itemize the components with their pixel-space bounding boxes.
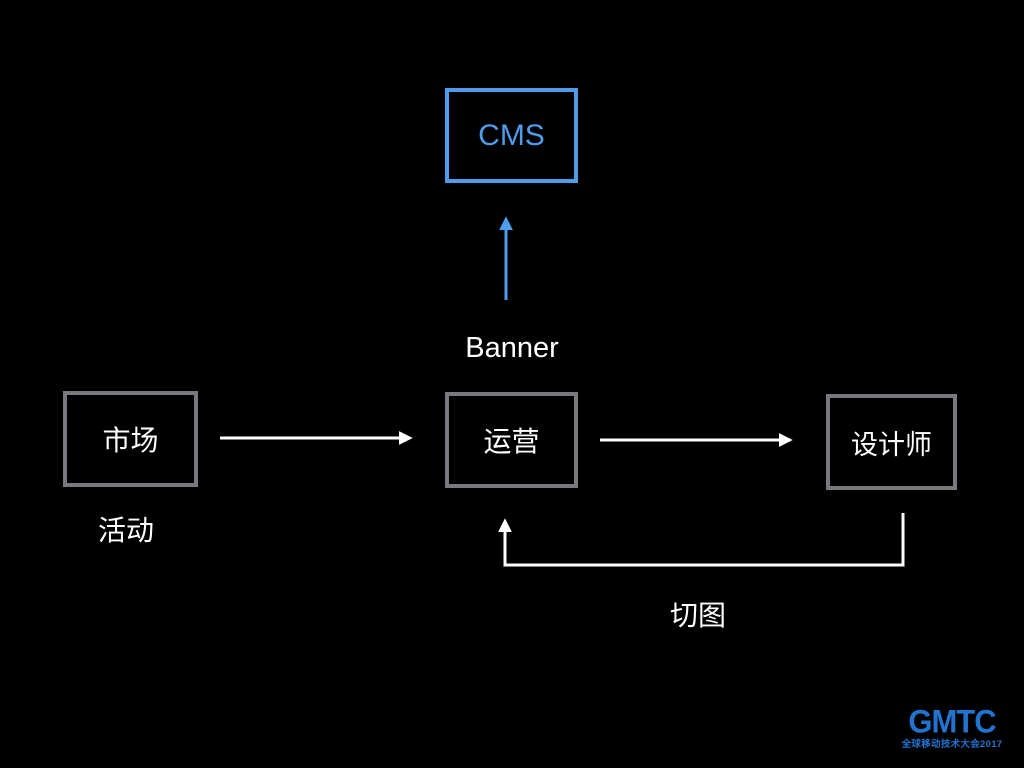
- node-market: 市场: [63, 391, 198, 487]
- node-operations-label: 运营: [483, 426, 540, 457]
- edge-label-cut-image: 切图: [669, 600, 726, 631]
- edge-label-activity: 活动: [97, 515, 154, 546]
- node-operations: 运营: [445, 392, 578, 488]
- gmtc-logo-subtitle: 全球移动技术大会2017: [901, 739, 1003, 750]
- gmtc-logo: GMTC 全球移动技术大会2017: [898, 703, 1006, 750]
- arrow-designer-to-operations-feedback: [498, 513, 905, 567]
- node-designer: 设计师: [826, 394, 957, 490]
- node-cms: CMS: [445, 88, 578, 183]
- gmtc-logo-title: GMTC: [908, 703, 996, 740]
- node-cms-label: CMS: [478, 118, 545, 152]
- node-designer-label: 设计师: [851, 429, 932, 460]
- node-market-label: 市场: [102, 425, 159, 456]
- edge-label-banner: Banner: [465, 332, 559, 364]
